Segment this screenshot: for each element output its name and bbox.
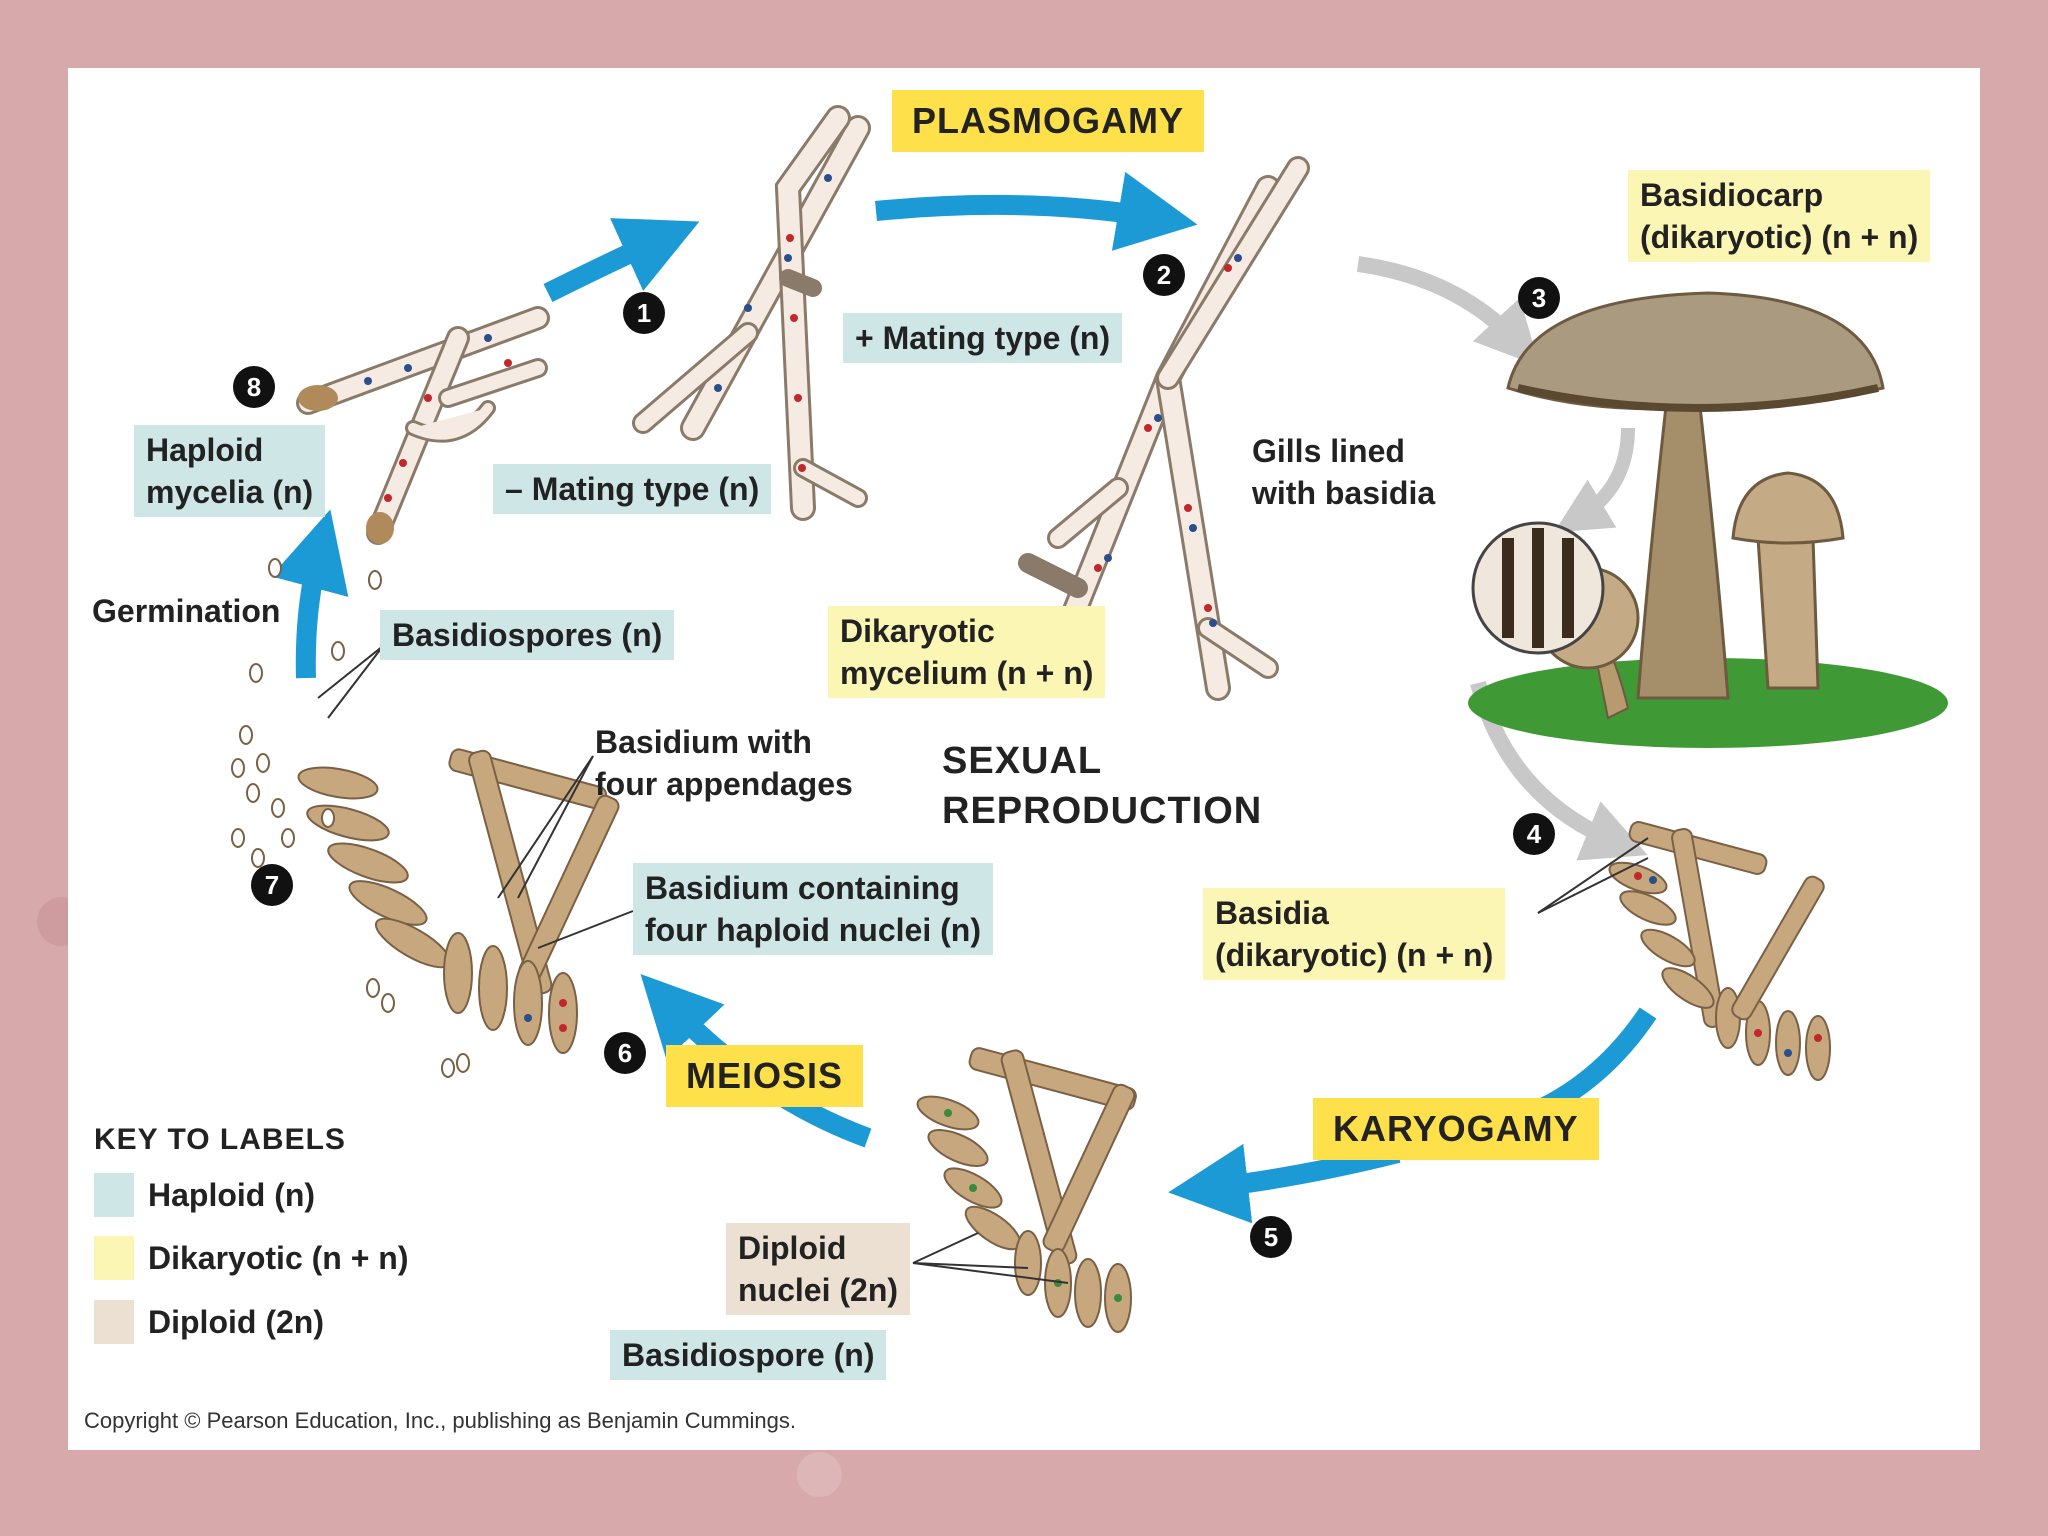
- sexual-heading-line1: SEXUAL: [942, 740, 1103, 782]
- step-7-marker: 7: [251, 864, 293, 906]
- basidiospore-cluster-drawing: [297, 748, 620, 1054]
- diploid-swatch: [94, 1300, 134, 1344]
- basidia-dikaryotic-label: Basidia (dikaryotic) (n + n): [1203, 888, 1506, 980]
- gills-line2: with basidia: [1252, 475, 1436, 511]
- step-2-marker: 2: [1143, 254, 1185, 296]
- step-6-marker: 6: [604, 1032, 646, 1074]
- basidium-haploid-nuclei-label: Basidium containing four haploid nuclei …: [633, 863, 993, 955]
- step-4-marker: 4: [1513, 813, 1555, 855]
- haploid-mycelia-line2: mycelia (n): [146, 474, 314, 510]
- dikaryotic-swatch: [94, 1236, 134, 1280]
- basidiospores-label: Basidiospores (n): [380, 610, 675, 660]
- basidia-cluster-drawing: [1608, 821, 1831, 1081]
- key-haploid-text: Haploid (n): [148, 1176, 316, 1213]
- dikaryotic-mycelium-label: Dikaryotic mycelium (n + n): [828, 606, 1106, 698]
- basidium-appendages-line1: Basidium with: [595, 724, 812, 760]
- basidium-containing-line2: four haploid nuclei (n): [645, 912, 981, 948]
- meiosis-title: MEIOSIS: [666, 1045, 864, 1107]
- diploid-nuclei-label: Diploid nuclei (2n): [726, 1223, 911, 1315]
- basidium-containing-line1: Basidium containing: [645, 870, 960, 906]
- plasmogamy-title: PLASMOGAMY: [892, 90, 1205, 152]
- spores: [231, 558, 470, 1078]
- diploid-cluster-drawing: [916, 1047, 1137, 1333]
- basidium-appendages-line2: four appendages: [595, 766, 853, 802]
- key-item-diploid: Diploid (2n): [94, 1300, 324, 1344]
- germination-label: Germination: [92, 593, 281, 629]
- key-item-dikaryotic: Dikaryotic (n + n): [94, 1236, 409, 1280]
- diagram-panel: 1 2 3 4 5 6 7 8 PLASMOGAMY KARYOGAMY MEI…: [68, 68, 1980, 1450]
- plus-mating-type-label: + Mating type (n): [843, 313, 1123, 363]
- diploid-nuclei-line1: Diploid: [738, 1230, 847, 1266]
- copyright-notice: Copyright © Pearson Education, Inc., pub…: [84, 1408, 797, 1433]
- step-8-marker: 8: [233, 366, 275, 408]
- key-dikaryotic-text: Dikaryotic (n + n): [148, 1239, 409, 1276]
- dikaryotic-mycelium-line2: mycelium (n + n): [840, 655, 1094, 691]
- key-diploid-text: Diploid (2n): [148, 1303, 324, 1340]
- dikaryotic-mycelium-line1: Dikaryotic: [840, 613, 995, 649]
- arrow-germination: [271, 509, 349, 679]
- basidiocarp-line2: (dikaryotic) (n + n): [1640, 219, 1919, 255]
- sexual-reproduction-heading: SEXUAL REPRODUCTION: [942, 736, 1262, 836]
- basidiospore-label: Basidiospore (n): [610, 1330, 887, 1380]
- gills-line1: Gills lined: [1252, 433, 1405, 469]
- arrow-plasmogamy: [875, 171, 1198, 251]
- haploid-mycelia-line1: Haploid: [146, 432, 264, 468]
- life-cycle-artwork: [231, 105, 1948, 1333]
- key-item-haploid: Haploid (n): [94, 1173, 315, 1217]
- arrow-gray-gills: [1553, 427, 1635, 533]
- step-3-marker: 3: [1518, 277, 1560, 319]
- karyogamy-title: KARYOGAMY: [1313, 1098, 1599, 1160]
- basidiocarp-label: Basidiocarp (dikaryotic) (n + n): [1628, 170, 1931, 262]
- dikaryotic-mycelium-drawing: [1018, 156, 1310, 701]
- basidiocarp-drawing: [1468, 291, 1948, 748]
- step-1-marker: 1: [623, 292, 665, 334]
- sexual-heading-line2: REPRODUCTION: [942, 790, 1263, 832]
- diploid-nuclei-line2: nuclei (2n): [738, 1272, 899, 1308]
- haploid-mycelia-drawing: [296, 306, 550, 545]
- basidium-appendages-label: Basidium with four appendages: [583, 717, 865, 809]
- haploid-swatch: [94, 1173, 134, 1217]
- haploid-mycelia-label: Haploid mycelia (n): [134, 425, 326, 517]
- gills-label: Gills lined with basidia: [1240, 426, 1447, 518]
- minus-mating-type-label: – Mating type (n): [493, 464, 772, 514]
- key-title: KEY TO LABELS: [94, 1123, 346, 1156]
- step-5-marker: 5: [1250, 1216, 1292, 1258]
- basidiocarp-line1: Basidiocarp: [1640, 177, 1824, 213]
- leader-lines: [317, 645, 1649, 1284]
- basidia-line2: (dikaryotic) (n + n): [1215, 937, 1494, 973]
- arrow-gray-2-3: [1356, 256, 1540, 367]
- mating-hyphae-drawing: [632, 105, 871, 521]
- basidia-line1: Basidia: [1215, 895, 1329, 931]
- arrow-8-to-1: [543, 218, 700, 302]
